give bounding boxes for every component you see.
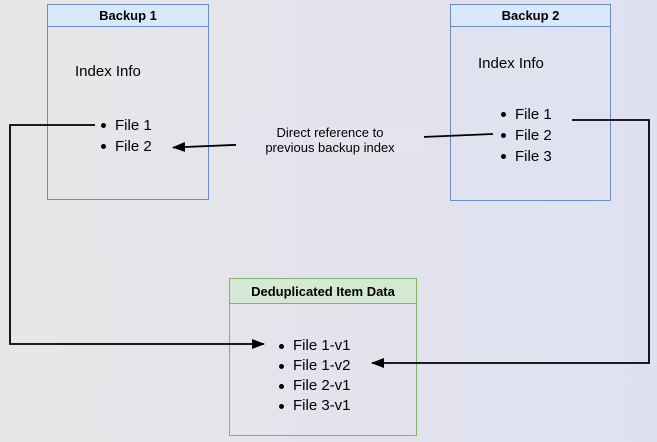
bullet-icon (101, 123, 106, 128)
list-item: File 3-v1 (279, 396, 351, 416)
backup2-title: Backup 2 (451, 5, 610, 27)
bullet-icon (279, 343, 284, 349)
list-item: File 2 (101, 136, 152, 157)
file-label: File 1-v2 (293, 357, 351, 374)
list-item: File 1-v2 (279, 356, 351, 376)
list-item: File 2 (501, 125, 552, 146)
dedup-file-list: File 1-v1 File 1-v2 File 2-v1 File 3-v1 (279, 336, 351, 416)
annotation-line2: previous backup index (265, 140, 395, 155)
annotation-direct-reference: Direct reference to previous backup inde… (236, 125, 424, 155)
backup1-node: Backup 1 Index Info File 1 File 2 (47, 4, 209, 200)
bullet-icon (501, 112, 506, 117)
file-label: File 2 (115, 137, 152, 155)
backup1-subtitle: Index Info (75, 63, 141, 80)
list-item: File 1 (501, 104, 552, 125)
bullet-icon (279, 363, 284, 369)
backup2-node: Backup 2 Index Info File 1 File 2 File 3 (450, 4, 611, 201)
file-label: File 2 (515, 126, 552, 144)
file-label: File 2-v1 (293, 377, 351, 394)
file-label: File 3-v1 (293, 397, 351, 414)
backup1-file-list: File 1 File 2 (101, 115, 152, 157)
backup2-file-list: File 1 File 2 File 3 (501, 104, 552, 167)
bullet-icon (501, 133, 506, 138)
bullet-icon (279, 403, 284, 409)
backup1-title: Backup 1 (48, 5, 208, 27)
file-label: File 1 (515, 105, 552, 123)
bullet-icon (279, 383, 284, 389)
dedup-title: Deduplicated Item Data (230, 279, 416, 304)
file-label: File 1 (115, 116, 152, 134)
bullet-icon (501, 154, 506, 159)
list-item: File 1-v1 (279, 336, 351, 356)
list-item: File 1 (101, 115, 152, 136)
annotation-line1: Direct reference to (276, 125, 384, 140)
backup2-subtitle: Index Info (478, 55, 544, 72)
file-label: File 1-v1 (293, 337, 351, 354)
dedup-node: Deduplicated Item Data File 1-v1 File 1-… (229, 278, 417, 436)
list-item: File 3 (501, 146, 552, 167)
file-label: File 3 (515, 147, 552, 165)
list-item: File 2-v1 (279, 376, 351, 396)
bullet-icon (101, 144, 106, 149)
